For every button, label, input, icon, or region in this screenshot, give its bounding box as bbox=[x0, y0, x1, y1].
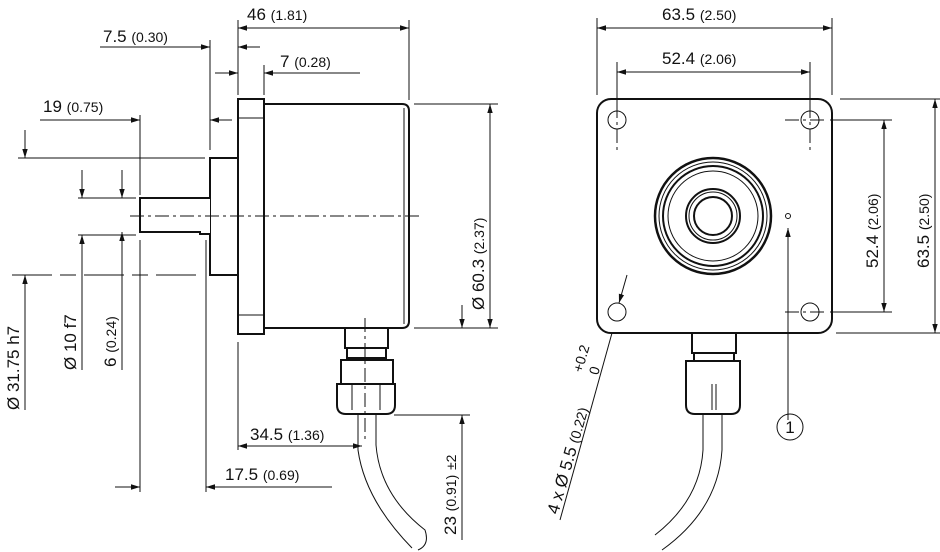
side-view: 46 (1.81) 7.5 (0.30) 7 (0.28) 19 (0.75) … bbox=[4, 5, 498, 551]
dim-length-inch: (1.81) bbox=[271, 7, 308, 23]
svg-text:52.4 (2.06): 52.4 (2.06) bbox=[863, 194, 882, 268]
led-indicator bbox=[785, 213, 791, 219]
dim-hole-spacing-v-value: 52.4 bbox=[863, 235, 882, 268]
dim-flat-inch: (0.24) bbox=[103, 316, 119, 353]
dim-cable-position-inch: (1.36) bbox=[288, 427, 325, 443]
dim-flat-length-inch: (0.69) bbox=[263, 467, 300, 483]
svg-text:6 (0.24): 6 (0.24) bbox=[101, 316, 120, 367]
dim-hole-spacing-h-inch: (2.06) bbox=[700, 51, 737, 67]
cable-gland bbox=[336, 327, 427, 551]
svg-text:52.4 (2.06): 52.4 (2.06) bbox=[662, 49, 736, 68]
cable-front bbox=[654, 414, 723, 551]
svg-text:46 (1.81): 46 (1.81) bbox=[247, 5, 307, 24]
dim-holes-value: 4 x Ø 5.5 bbox=[544, 445, 581, 517]
svg-text:23 (0.91) ±2: 23 (0.91) ±2 bbox=[441, 454, 460, 535]
svg-text:7.5 (0.30): 7.5 (0.30) bbox=[103, 27, 168, 46]
cable bbox=[357, 414, 427, 551]
dim-holes-inch: (0.22) bbox=[566, 405, 591, 445]
dim-gland-length-inch: (0.91) bbox=[443, 475, 459, 512]
dim-height-value: 63.5 bbox=[914, 235, 933, 268]
dim-gland-length-value: 23 bbox=[441, 516, 460, 535]
dim-width-inch: (2.50) bbox=[700, 7, 737, 23]
dim-shaft-diameter: Ø 10 f7 bbox=[61, 314, 80, 370]
dim-body-diameter-inch: (2.37) bbox=[471, 218, 487, 255]
svg-text:19 (0.75): 19 (0.75) bbox=[43, 97, 103, 116]
dim-pilot-diameter: Ø 31.75 h7 bbox=[4, 326, 23, 410]
dim-shaft-length-value: 19 bbox=[43, 97, 62, 116]
dim-holes-tol-upper: +0.2 bbox=[570, 343, 593, 374]
svg-text:63.5 (2.50): 63.5 (2.50) bbox=[914, 194, 933, 268]
dim-hole-spacing-v-inch: (2.06) bbox=[865, 194, 881, 231]
dim-holes-tol-lower: 0 bbox=[585, 364, 603, 376]
svg-text:17.5 (0.69): 17.5 (0.69) bbox=[225, 465, 299, 484]
front-view: 1 63.5 (2.50) 52.4 (2.06) 52.4 (2.06) 63… bbox=[544, 5, 940, 551]
cable-gland-front bbox=[654, 332, 741, 551]
svg-text:63.5 (2.50): 63.5 (2.50) bbox=[662, 5, 736, 24]
dim-hole-spacing-h-value: 52.4 bbox=[662, 49, 695, 68]
dim-flange-offset-inch: (0.30) bbox=[131, 29, 168, 45]
svg-text:34.5 (1.36): 34.5 (1.36) bbox=[250, 425, 324, 444]
dim-flange-thickness-value: 7 bbox=[280, 52, 289, 71]
callout-1: 1 bbox=[785, 418, 794, 437]
dim-flat-length-value: 17.5 bbox=[225, 465, 258, 484]
mounting-plate bbox=[596, 98, 833, 334]
dim-gland-length-tol: ±2 bbox=[443, 454, 459, 470]
dim-flange-offset-value: 7.5 bbox=[103, 27, 127, 46]
dim-flange-thickness-inch: (0.28) bbox=[294, 54, 331, 70]
dim-flat-value: 6 bbox=[101, 358, 120, 367]
svg-text:7 (0.28): 7 (0.28) bbox=[280, 52, 331, 71]
dim-height-inch: (2.50) bbox=[916, 194, 932, 231]
dim-length-value: 46 bbox=[247, 5, 266, 24]
svg-text:4 x Ø 5.5 (0.22): 4 x Ø 5.5 (0.22) bbox=[544, 405, 593, 516]
dim-body-diameter-value: Ø 60.3 bbox=[469, 259, 488, 310]
dim-cable-position-value: 34.5 bbox=[250, 425, 283, 444]
svg-text:Ø 60.3 (2.37): Ø 60.3 (2.37) bbox=[469, 218, 488, 310]
shaft-seal bbox=[653, 156, 773, 276]
dim-width-value: 63.5 bbox=[662, 5, 695, 24]
dim-shaft-length-inch: (0.75) bbox=[67, 99, 104, 115]
